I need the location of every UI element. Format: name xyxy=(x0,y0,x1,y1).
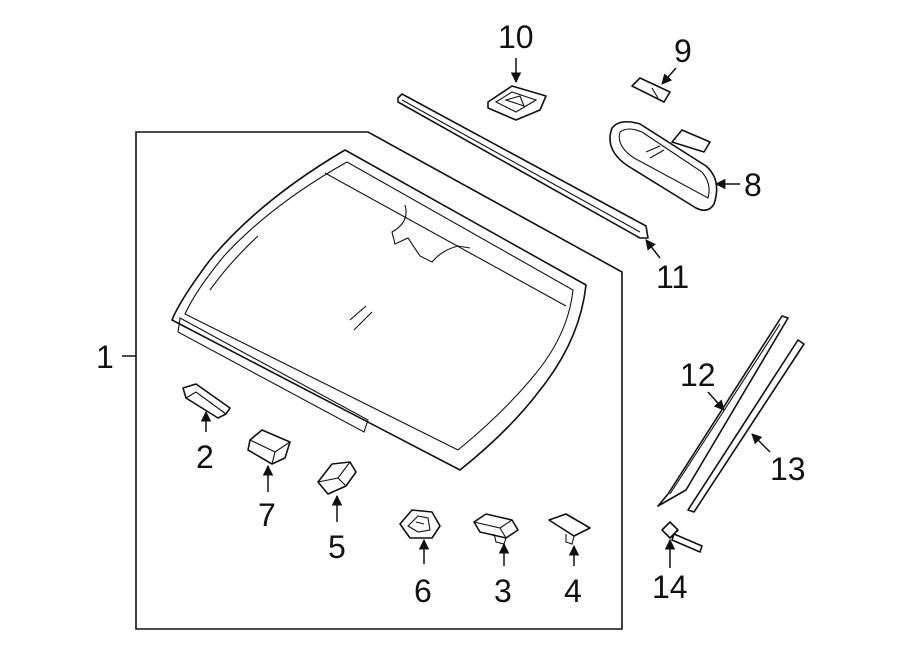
part-3-clip xyxy=(473,513,519,545)
part-12-molding xyxy=(657,315,789,507)
leader-9 xyxy=(661,67,677,85)
callout-6: 6 xyxy=(414,573,432,609)
part-11-molding xyxy=(397,93,649,239)
assembly-box xyxy=(135,131,623,630)
part-6-clip xyxy=(399,509,441,539)
part-13-molding xyxy=(687,339,805,513)
callout-10: 10 xyxy=(498,19,534,55)
part-8-mirror xyxy=(609,120,718,212)
part-2-bracket xyxy=(182,383,231,419)
callout-8: 8 xyxy=(744,167,762,203)
part-9-bracket xyxy=(631,77,671,103)
part-5-cover xyxy=(317,461,357,495)
leader-12 xyxy=(707,391,725,411)
leader-13 xyxy=(751,433,771,453)
callout-11: 11 xyxy=(656,259,689,295)
callout-1: 1 xyxy=(96,339,114,375)
windshield-glass xyxy=(171,149,587,471)
callout-4: 4 xyxy=(564,573,582,609)
callout-7: 7 xyxy=(258,497,276,533)
callout-5: 5 xyxy=(328,529,346,565)
part-4-clip xyxy=(548,513,591,545)
callout-2: 2 xyxy=(196,439,214,475)
callout-13: 13 xyxy=(770,451,806,487)
leader-11 xyxy=(645,239,661,259)
part-7-cover xyxy=(247,429,291,465)
part-14-fastener xyxy=(661,521,703,553)
callout-12: 12 xyxy=(680,357,716,393)
callout-9: 9 xyxy=(674,33,692,69)
part-10-sensor xyxy=(487,85,547,121)
callout-3: 3 xyxy=(494,573,512,609)
callout-14: 14 xyxy=(652,569,688,605)
